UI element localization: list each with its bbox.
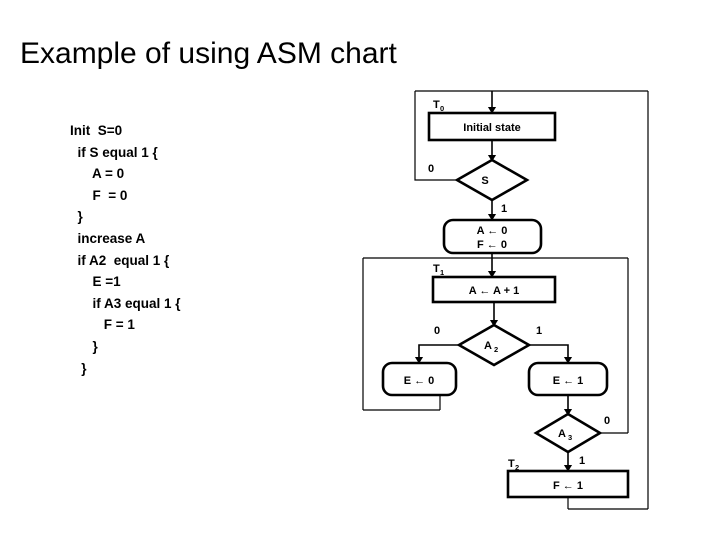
pseudocode-line: E =1 bbox=[70, 274, 121, 290]
decision-s: S bbox=[454, 158, 530, 202]
conditional-output-e-set: E ← 1 bbox=[527, 361, 609, 397]
conditional-output-e-clear-label: E ← 0 bbox=[404, 375, 435, 387]
pseudocode-line: } bbox=[70, 209, 83, 225]
decision-a2: A 2 bbox=[456, 323, 532, 367]
page-title: Example of using ASM chart bbox=[20, 37, 397, 70]
wire-a2-true-to-e-set bbox=[529, 344, 573, 364]
state-box-a-increment: A ← A + 1 bbox=[431, 275, 557, 304]
conditional-output-e-clear: E ← 0 bbox=[381, 361, 458, 397]
pseudocode-line: F = 1 bbox=[70, 317, 135, 333]
decision-a3-label: A bbox=[558, 428, 566, 440]
state-label-t0-subscript: 0 bbox=[440, 104, 444, 113]
t0-feedback-loop bbox=[414, 90, 649, 510]
decision-a2-subscript: 2 bbox=[494, 345, 498, 354]
branch-label-a2-one: 1 bbox=[536, 325, 542, 337]
state-box-f-set-one: F ← 1 bbox=[506, 469, 630, 499]
branch-label-a3-zero: 0 bbox=[604, 415, 610, 427]
pseudocode-line: } bbox=[70, 338, 98, 354]
branch-label-s-zero: 0 bbox=[428, 163, 434, 175]
conditional-output-e-set-label: E ← 1 bbox=[553, 375, 584, 387]
branch-label-a3-one: 1 bbox=[579, 455, 585, 467]
conditional-output-a-f-clear-line2: F ← 0 bbox=[477, 239, 507, 251]
state-label-t0: T bbox=[433, 99, 440, 111]
state-label-t1-subscript: 1 bbox=[440, 268, 444, 277]
pseudocode-line: F = 0 bbox=[70, 187, 128, 203]
branch-label-a2-zero: 0 bbox=[434, 325, 440, 337]
state-label-t1: T bbox=[433, 263, 440, 275]
pseudocode-line: Init S=0 bbox=[70, 123, 123, 138]
pseudocode-block: Init S=0 if S equal 1 { A = 0 F = 0 } in… bbox=[70, 120, 320, 379]
state-box-a-increment-label: A ← A + 1 bbox=[469, 285, 519, 297]
wire-a2-false-to-e-clear bbox=[414, 344, 459, 364]
state-box-f-set-one-label: F ← 1 bbox=[553, 480, 583, 492]
conditional-output-a-f-clear-line1: A ← 0 bbox=[477, 225, 508, 237]
decision-a2-label: A bbox=[484, 340, 492, 352]
pseudocode-line: } bbox=[70, 360, 87, 376]
decision-a3-subscript: 3 bbox=[568, 433, 572, 442]
pseudocode-line: if A2 equal 1 { bbox=[70, 252, 170, 268]
pseudocode-line: increase A bbox=[70, 230, 146, 246]
branch-label-s-one: 1 bbox=[501, 203, 507, 215]
state-box-initial-state-label: Initial state bbox=[463, 122, 520, 134]
pseudocode-line: if S equal 1 { bbox=[70, 144, 158, 160]
state-box-initial-state: Initial state bbox=[427, 111, 557, 142]
pseudocode-line: A = 0 bbox=[70, 166, 125, 182]
decision-a3: A 3 bbox=[533, 412, 603, 454]
pseudocode-line: if A3 equal 1 { bbox=[70, 295, 181, 311]
t1-block-outline bbox=[362, 257, 629, 434]
conditional-output-a-f-clear: A ← 0 F ← 0 bbox=[442, 218, 543, 255]
state-label-t2-subscript: 2 bbox=[515, 463, 519, 472]
state-label-t2: T bbox=[508, 458, 515, 470]
decision-s-label: S bbox=[481, 175, 488, 187]
